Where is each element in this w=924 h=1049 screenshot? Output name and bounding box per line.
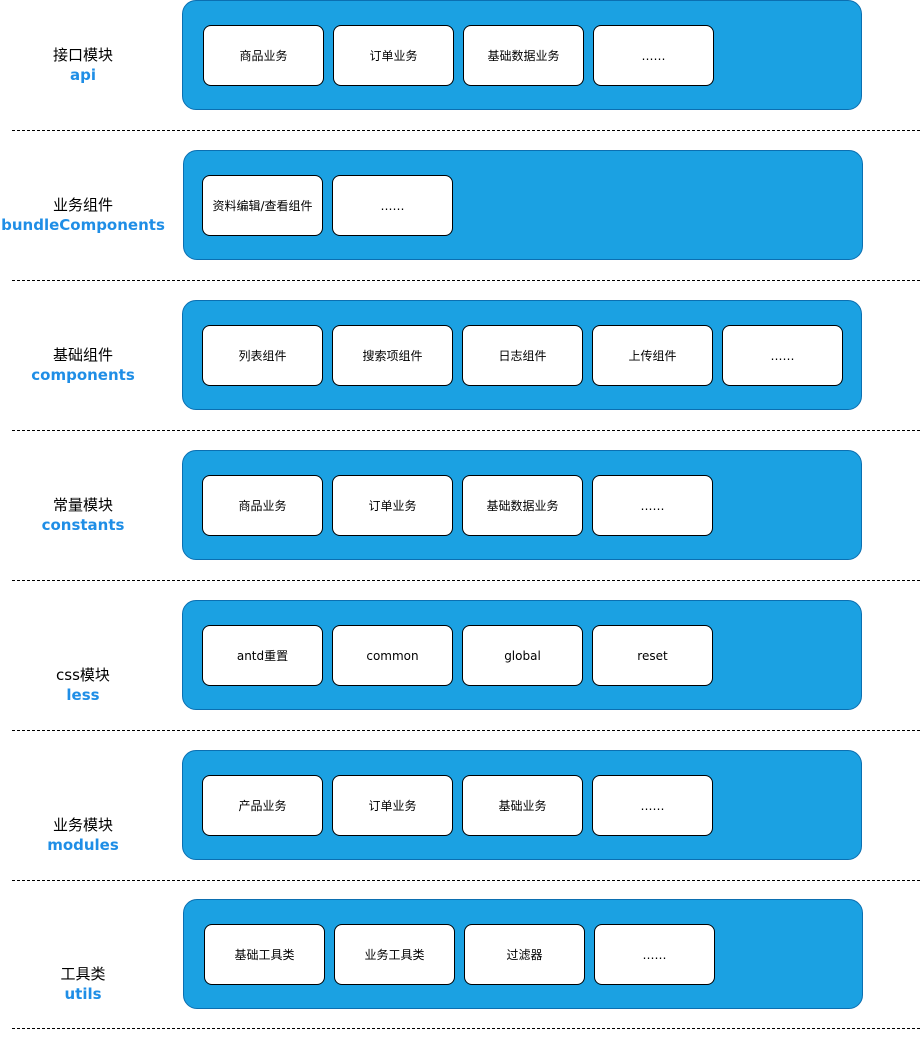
module-box: ……	[593, 25, 714, 86]
layer-panel: 基础工具类业务工具类过滤器……	[183, 899, 863, 1009]
module-box: 商品业务	[202, 475, 323, 536]
module-box: 基础工具类	[204, 924, 325, 985]
layer-panel: 商品业务订单业务基础数据业务……	[182, 450, 862, 560]
layer-panel: 商品业务订单业务基础数据业务……	[182, 0, 862, 110]
module-box: 上传组件	[592, 325, 713, 386]
layer-title: 基础组件	[52, 346, 113, 364]
module-box: 列表组件	[202, 325, 323, 386]
module-box: 搜索项组件	[332, 325, 453, 386]
layer-modules: 业务模块 modules 产品业务订单业务基础业务……	[0, 750, 924, 900]
layer-subtitle: utils	[64, 985, 102, 1003]
section-divider	[12, 730, 920, 731]
layer-title: 业务组件	[52, 196, 113, 214]
module-box: ……	[592, 475, 713, 536]
module-box: 基础数据业务	[463, 25, 584, 86]
layer-subtitle: constants	[41, 516, 125, 534]
layer-subtitle: bundleComponents	[1, 216, 165, 234]
module-box: reset	[592, 625, 713, 686]
layer-label: css模块 less	[0, 665, 166, 705]
module-box: 订单业务	[332, 775, 453, 836]
section-divider	[12, 580, 920, 581]
section-divider	[12, 1028, 920, 1029]
module-box: antd重置	[202, 625, 323, 686]
module-box: 产品业务	[202, 775, 323, 836]
layer-label: 常量模块 constants	[0, 495, 166, 535]
module-box: 商品业务	[203, 25, 324, 86]
module-box: 基础数据业务	[462, 475, 583, 536]
layer-label: 业务模块 modules	[0, 815, 166, 855]
section-divider	[12, 130, 920, 131]
module-box: 订单业务	[333, 25, 454, 86]
layer-title: 工具类	[60, 965, 106, 983]
layer-panel: 产品业务订单业务基础业务……	[182, 750, 862, 860]
layer-title: 常量模块	[52, 496, 113, 514]
section-divider	[12, 430, 920, 431]
layer-constants: 常量模块 constants 商品业务订单业务基础数据业务……	[0, 450, 924, 600]
layer-label: 基础组件 components	[0, 345, 166, 385]
layer-panel: 列表组件搜索项组件日志组件上传组件……	[182, 300, 862, 410]
layer-title: css模块	[56, 666, 110, 684]
module-box: common	[332, 625, 453, 686]
layer-title: 业务模块	[52, 816, 113, 834]
module-box: ……	[592, 775, 713, 836]
section-divider	[12, 880, 920, 881]
layer-subtitle: api	[69, 66, 96, 84]
module-box: ……	[722, 325, 843, 386]
layer-label: 接口模块 api	[0, 45, 166, 85]
module-box: 过滤器	[464, 924, 585, 985]
module-box: global	[462, 625, 583, 686]
module-box: 业务工具类	[334, 924, 455, 985]
layer-bundlecomponents: 业务组件 bundleComponents 资料编辑/查看组件……	[0, 150, 924, 300]
layer-utils: 工具类 utils 基础工具类业务工具类过滤器……	[0, 899, 924, 1049]
section-divider	[12, 280, 920, 281]
layer-subtitle: less	[66, 686, 100, 704]
module-box: 基础业务	[462, 775, 583, 836]
layer-subtitle: modules	[47, 836, 119, 854]
module-box: 日志组件	[462, 325, 583, 386]
layer-label: 业务组件 bundleComponents	[0, 195, 166, 235]
layer-api: 接口模块 api 商品业务订单业务基础数据业务……	[0, 0, 924, 150]
layer-components: 基础组件 components 列表组件搜索项组件日志组件上传组件……	[0, 300, 924, 450]
layer-label: 工具类 utils	[0, 964, 166, 1004]
module-box: ……	[332, 175, 453, 236]
module-box: 订单业务	[332, 475, 453, 536]
layer-subtitle: components	[31, 366, 135, 384]
layer-panel: 资料编辑/查看组件……	[183, 150, 863, 260]
module-box: 资料编辑/查看组件	[202, 175, 323, 236]
layer-title: 接口模块	[52, 46, 113, 64]
module-box: ……	[594, 924, 715, 985]
